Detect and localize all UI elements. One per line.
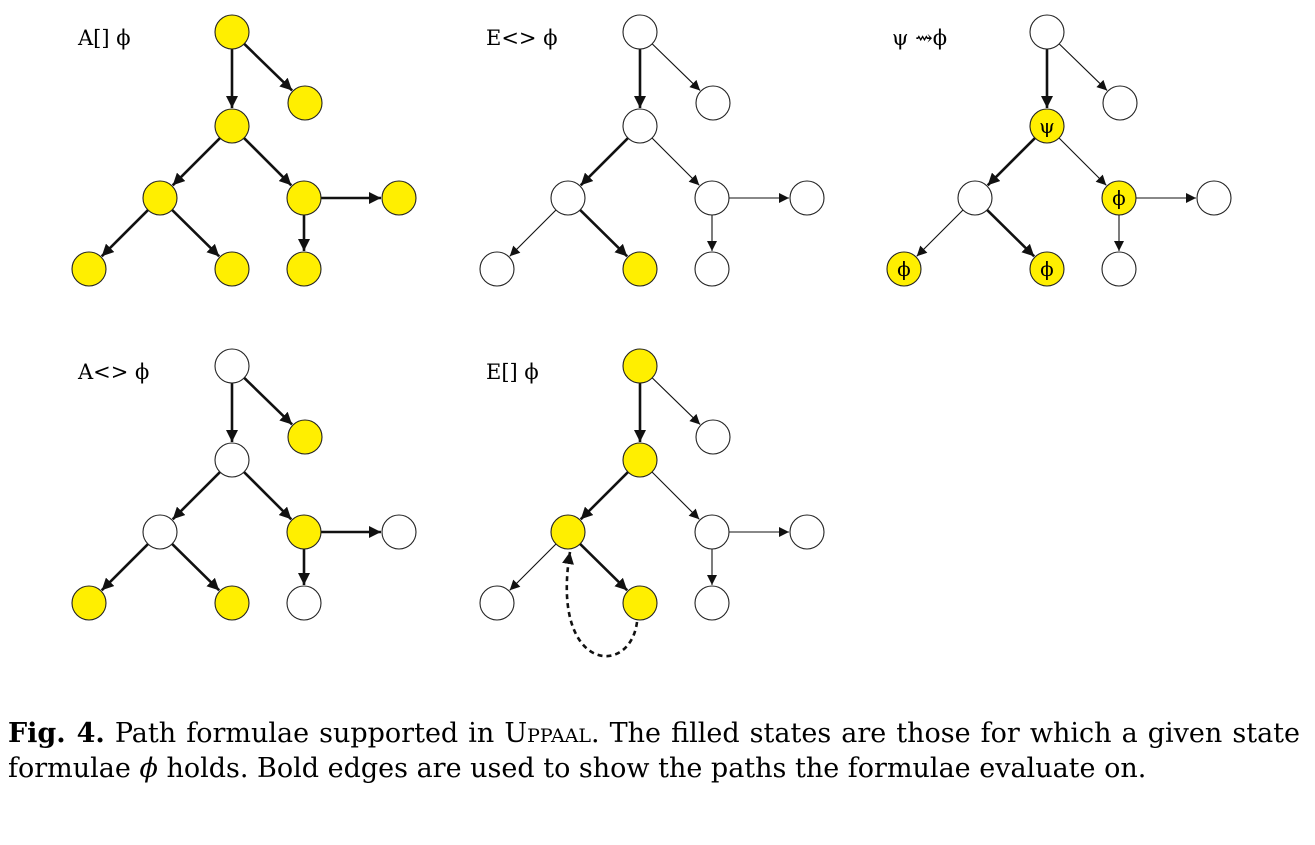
filled-state-4 [286, 180, 322, 216]
edge-3-6 [916, 209, 964, 257]
state-8 [1101, 251, 1137, 287]
state-8 [286, 585, 322, 621]
filled-state-7 [214, 585, 250, 621]
bold-edge-2-3 [579, 137, 629, 187]
edge-3-6 [509, 209, 557, 257]
bold-edge-2-3 [986, 137, 1036, 187]
bold-edge-2-4 [243, 137, 293, 187]
bold-edge-3-7 [579, 209, 629, 258]
panel-title: A<> ϕ [77, 360, 149, 384]
state-0 [214, 348, 250, 384]
state-6 [479, 251, 515, 287]
edge-2-4 [651, 471, 700, 520]
state-8 [694, 585, 730, 621]
bold-edge-2-3 [171, 471, 221, 521]
state-0 [622, 14, 658, 50]
path-formulae-figure: A[] ϕ E<> ϕ ψ ⇝ϕ ψ ϕ ϕ ϕA<> ϕ E[] ϕ [71, 14, 1232, 658]
state-label: ϕ [897, 257, 911, 281]
panel-title: E[] ϕ [486, 360, 539, 384]
filled-state-6 [71, 585, 107, 621]
edge-0-1 [651, 43, 701, 91]
bold-edge-3-7 [171, 209, 221, 258]
bold-edge-3-7 [579, 543, 629, 592]
state-2 [214, 442, 250, 478]
panel-ef: E<> ϕ [479, 14, 825, 287]
caption-label: Fig. 4. [8, 718, 105, 749]
state-1 [695, 85, 731, 121]
filled-state-8 [286, 251, 322, 287]
state-0 [1029, 14, 1065, 50]
caption-text-before: Path formulae supported in [114, 718, 505, 749]
filled-state-1 [287, 419, 323, 455]
bold-edge-2-3 [171, 137, 221, 187]
state-5 [1196, 180, 1232, 216]
bold-edge-3-6 [100, 209, 149, 258]
state-8 [694, 251, 730, 287]
state-label: ψ [1039, 114, 1055, 138]
panel-leads: ψ ⇝ϕ ψ ϕ ϕ ϕ [886, 14, 1232, 287]
filled-state-0 [622, 348, 658, 384]
filled-state-7 [1029, 251, 1065, 287]
panel-title: A[] ϕ [77, 26, 131, 50]
bold-edge-2-4 [243, 471, 293, 521]
bold-edge-0-1 [243, 42, 294, 92]
panel-ag: A[] ϕ [71, 14, 417, 287]
bold-edge-3-6 [100, 543, 149, 592]
state-1 [1102, 85, 1138, 121]
state-2 [622, 108, 658, 144]
state-5 [789, 180, 825, 216]
edge-2-4 [651, 137, 700, 186]
state-4 [694, 180, 730, 216]
state-label: ϕ [1112, 186, 1126, 210]
filled-state-3 [550, 514, 586, 550]
state-5 [789, 514, 825, 550]
figure-caption: Fig. 4. Path formulae supported in Uppaa… [8, 716, 1300, 786]
state-label: ϕ [1040, 257, 1054, 281]
caption-tool-name: Uppaal [504, 718, 591, 749]
filled-state-2 [622, 442, 658, 478]
filled-state-4 [286, 514, 322, 550]
filled-state-2 [214, 108, 250, 144]
filled-state-7 [622, 585, 658, 621]
filled-state-7 [622, 251, 658, 287]
dashed-loop-edge [562, 551, 639, 658]
panel-eg: E[] ϕ [479, 348, 825, 658]
bold-edge-3-7 [986, 209, 1036, 258]
edge-3-6 [509, 543, 557, 591]
panel-title: ψ ⇝ϕ [892, 26, 947, 50]
panel-af: A<> ϕ [71, 348, 417, 621]
bold-edge-0-1 [243, 376, 294, 426]
state-4 [694, 514, 730, 550]
caption-text-middle: . The filled states are those for which … [8, 718, 1300, 784]
filled-state-7 [214, 251, 250, 287]
state-3 [142, 514, 178, 550]
filled-state-6 [886, 251, 922, 287]
edge-2-4 [1058, 137, 1107, 186]
bold-edge-3-7 [171, 543, 221, 592]
state-3 [550, 180, 586, 216]
edge-0-1 [1058, 43, 1108, 91]
caption-phi-symbol: ϕ [139, 753, 158, 784]
state-6 [479, 585, 515, 621]
state-1 [695, 419, 731, 455]
filled-state-4 [1101, 180, 1137, 216]
filled-state-1 [287, 85, 323, 121]
filled-state-2 [1029, 108, 1065, 144]
state-3 [957, 180, 993, 216]
caption-text-after: holds. Bold edges are used to show the p… [157, 753, 1147, 784]
filled-state-3 [142, 180, 178, 216]
filled-state-6 [71, 251, 107, 287]
state-5 [381, 514, 417, 550]
edge-0-1 [651, 377, 701, 425]
bold-edge-2-3 [579, 471, 629, 521]
filled-state-0 [214, 14, 250, 50]
panel-title: E<> ϕ [486, 26, 558, 50]
filled-state-5 [381, 180, 417, 216]
